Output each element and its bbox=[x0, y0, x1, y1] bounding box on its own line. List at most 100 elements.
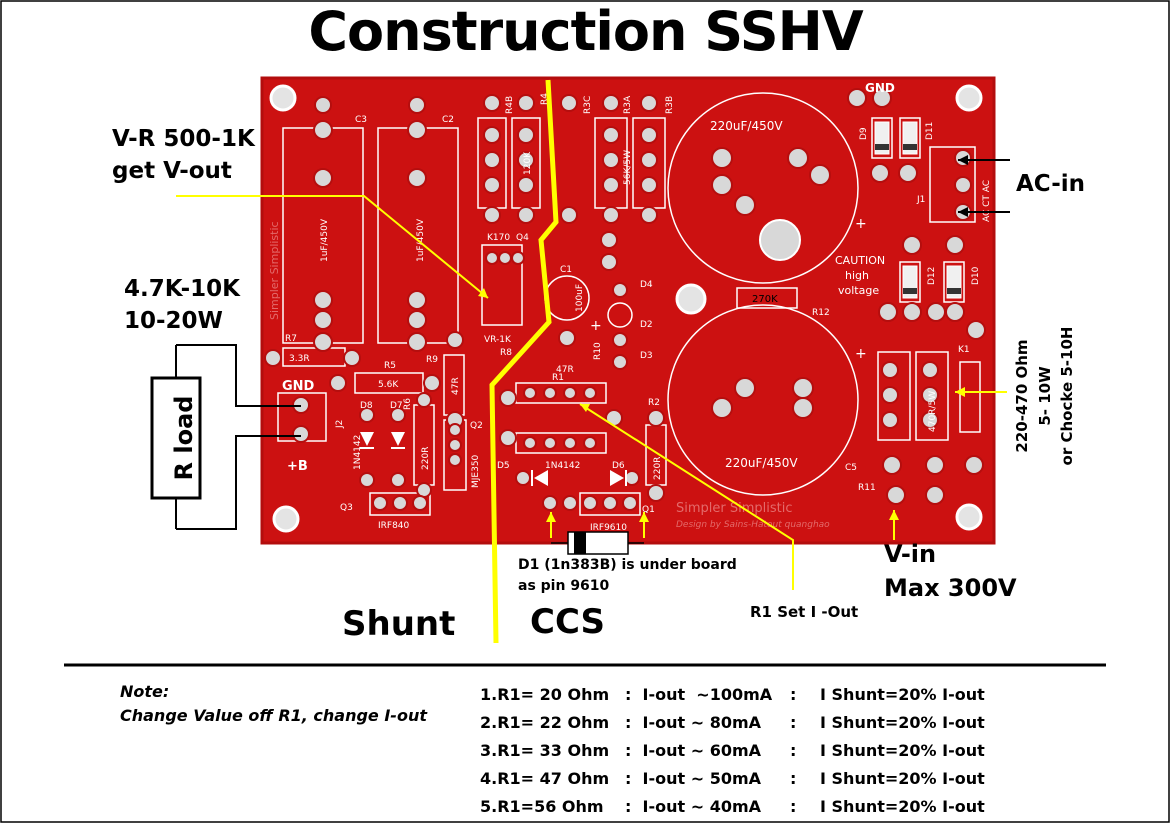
label-r2: R2 bbox=[648, 398, 660, 408]
label-d10: D10 bbox=[971, 266, 981, 285]
label-r4: R4 bbox=[540, 93, 550, 105]
label-r7-value: 3.3R bbox=[289, 354, 310, 364]
plus-mark-top: + bbox=[855, 216, 867, 232]
label-c1-value: 100uF bbox=[575, 284, 585, 312]
table-cell-sep: : bbox=[790, 684, 797, 704]
ccs-label: CCS bbox=[530, 602, 606, 642]
table-cell-sep: : bbox=[790, 796, 797, 816]
shunt-label: Shunt bbox=[342, 604, 456, 644]
vr-label-line2: get V-out bbox=[112, 158, 232, 184]
label-q2: Q2 bbox=[470, 421, 483, 431]
label-q1-value: IRF9610 bbox=[590, 523, 627, 533]
label-j1: J1 bbox=[916, 195, 925, 205]
label-k1: K1 bbox=[958, 345, 970, 355]
acin-arrow-heads bbox=[958, 155, 968, 217]
label-brand: Simpler Simplistic bbox=[676, 501, 793, 516]
table-cell-iout: : I-out ~100mA bbox=[625, 684, 773, 704]
label-d11: D11 bbox=[925, 122, 935, 140]
label-r6-value: 220R bbox=[421, 447, 431, 470]
vin-label-line2: Max 300V bbox=[884, 574, 1017, 602]
label-j1-pins: AC CT AC bbox=[982, 180, 992, 222]
acin-label: AC-in bbox=[1016, 171, 1086, 197]
label-d56-value: 1N4142 bbox=[545, 461, 580, 471]
page-title: Construction SSHV bbox=[308, 0, 863, 63]
label-r6: R6 bbox=[403, 398, 413, 410]
table-row: 3.R1= 33 Ohm : I-out ~ 60mA: I Shunt=20% I… bbox=[480, 736, 990, 764]
label-rload: R load bbox=[170, 396, 198, 481]
label-d5: D5 bbox=[497, 461, 510, 471]
vin-label-line1: V-in bbox=[884, 540, 937, 568]
table-cell-iout: : I-out ~ 40mA bbox=[625, 796, 762, 816]
label-cap-top: 220uF/450V bbox=[710, 119, 783, 133]
table-cell-shunt: I Shunt=20% I-out bbox=[820, 712, 985, 732]
table-cell-sep: : bbox=[790, 768, 797, 788]
table-cell-shunt: I Shunt=20% I-out bbox=[820, 740, 985, 760]
label-d9: D9 bbox=[859, 127, 869, 140]
table-cell-r: 5.R1=56 Ohm bbox=[480, 796, 604, 816]
table-cell-shunt: I Shunt=20% I-out bbox=[820, 684, 985, 704]
label-gnd-top: GND bbox=[865, 81, 895, 95]
label-d8-value: 1N4142 bbox=[353, 435, 363, 470]
table-cell-r: 4.R1= 47 Ohm bbox=[480, 768, 610, 788]
label-q2-value: MJE350 bbox=[471, 454, 481, 488]
label-r7: R7 bbox=[285, 334, 297, 344]
label-r12-value: 270K bbox=[752, 294, 778, 305]
label-caution-voltage: voltage bbox=[838, 284, 879, 297]
label-caution: CAUTION bbox=[835, 254, 885, 267]
r1-value-table: 1.R1= 20 Ohm : I-out ~100mA: I Shunt=20% I… bbox=[480, 680, 990, 820]
table-cell-r: 1.R1= 20 Ohm bbox=[480, 684, 610, 704]
label-d2: D2 bbox=[640, 320, 653, 330]
d1-diode bbox=[551, 531, 644, 555]
label-r9-value: 47R bbox=[451, 377, 461, 395]
label-d6: D6 bbox=[612, 461, 625, 471]
table-cell-iout: : I-out ~ 60mA bbox=[625, 740, 762, 760]
label-k170: K170 bbox=[487, 233, 510, 243]
table-row: 1.R1= 20 Ohm : I-out ~100mA: I Shunt=20% I… bbox=[480, 680, 990, 708]
d1-note-line2: as pin 9610 bbox=[518, 578, 610, 594]
label-r4b: R4B bbox=[505, 96, 515, 114]
label-j2: J2 bbox=[335, 420, 345, 429]
label-c3-value: 1uF/450V bbox=[320, 218, 330, 262]
label-c1: C1 bbox=[560, 265, 572, 275]
label-d12: D12 bbox=[927, 267, 937, 285]
label-vr: VR-1K bbox=[484, 335, 512, 345]
table-cell-sep: : bbox=[790, 740, 797, 760]
label-brand-vertical: Simpler Simplistic bbox=[268, 221, 281, 320]
plus-mark-bottom: + bbox=[855, 346, 867, 362]
label-r5-value: 5.6K bbox=[378, 380, 399, 390]
label-r10: R10 bbox=[593, 342, 603, 360]
label-q1: Q1 bbox=[642, 505, 655, 515]
choke-line3: or Chocke 5-10H bbox=[1058, 327, 1076, 466]
label-gnd: GND bbox=[282, 379, 315, 394]
table-cell-r: 3.R1= 33 Ohm bbox=[480, 740, 610, 760]
table-cell-iout: : I-out ~ 80mA bbox=[625, 712, 762, 732]
label-r9: R9 bbox=[426, 355, 438, 365]
label-caution-high: high bbox=[845, 269, 869, 282]
diode-bodies bbox=[360, 121, 962, 486]
r1-set-label: R1 Set I -Out bbox=[750, 603, 859, 621]
table-row: 5.R1=56 Ohm: I-out ~ 40mA:I Shunt=20% I-… bbox=[480, 792, 990, 820]
label-q3: Q3 bbox=[340, 503, 353, 513]
vr-label-line1: V-R 500-1K bbox=[112, 126, 255, 152]
label-r11: R11 bbox=[858, 483, 876, 493]
table-row: 2.R1= 22 Ohm : I-out ~ 80mA: I Shunt=20% I… bbox=[480, 708, 990, 736]
label-r8: R8 bbox=[500, 348, 512, 358]
table-cell-r: 2.R1= 22 Ohm bbox=[480, 712, 610, 732]
label-c3: C3 bbox=[355, 115, 367, 125]
load-label-line2: 10-20W bbox=[124, 308, 223, 334]
load-label-line1: 4.7K-10K bbox=[124, 276, 240, 302]
label-c2-value: 1uF/450V bbox=[416, 218, 426, 262]
label-credit: Design by Sains-Hatout quanghao bbox=[676, 520, 830, 530]
label-d7: D7 bbox=[390, 401, 403, 411]
choke-line2: 5- 10W bbox=[1036, 366, 1054, 426]
note-title: Note: bbox=[120, 682, 170, 701]
label-r4-value: 120K bbox=[523, 151, 533, 175]
arrow-heads bbox=[478, 288, 965, 522]
d1-note-line1: D1 (1n383B) is under board bbox=[518, 557, 737, 573]
label-c2: C2 bbox=[442, 115, 454, 125]
board-silk-text: C3 C2 1uF/450V 1uF/450V R4B R4 R3C R3A R… bbox=[268, 81, 992, 533]
label-c5: C5 bbox=[845, 463, 857, 473]
table-cell-sep: : bbox=[790, 712, 797, 732]
